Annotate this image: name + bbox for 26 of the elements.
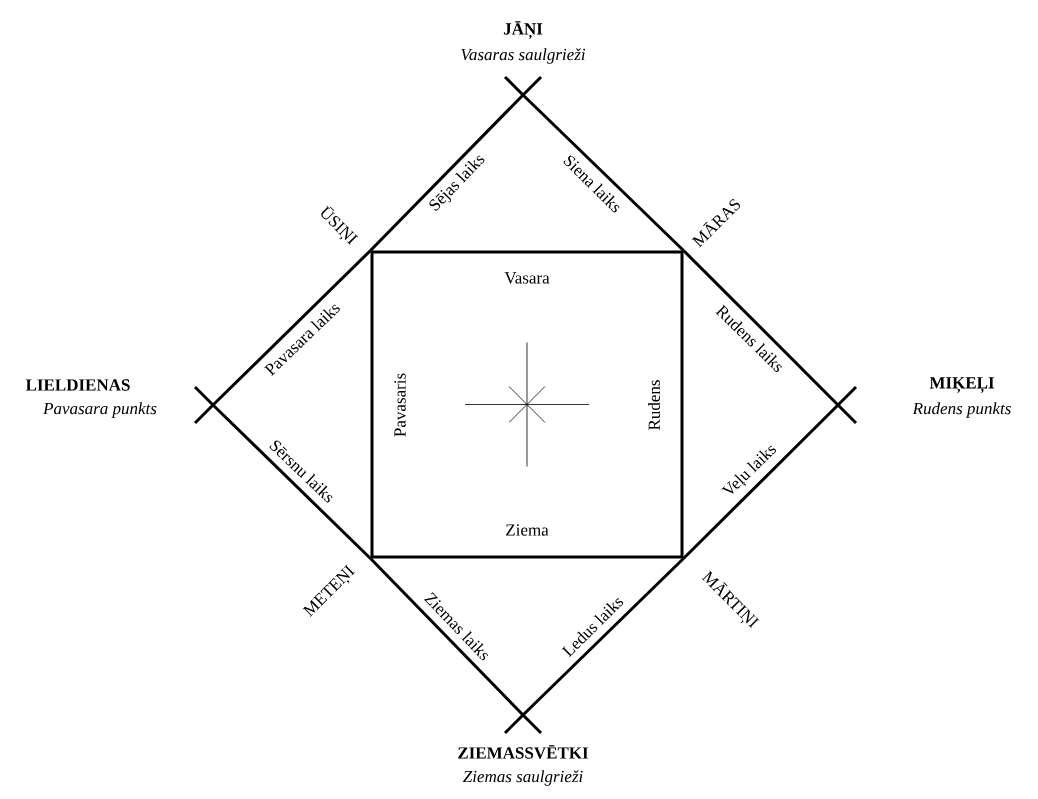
- cross-mark: [503, 75, 543, 97]
- season-line: [369, 557, 525, 717]
- cross-mark: [836, 385, 858, 425]
- holiday-subtitle: Rudens punkts: [912, 402, 1011, 418]
- cross-mark: [193, 385, 215, 425]
- square-frame: [370, 250, 684, 559]
- season-line: [521, 93, 685, 252]
- cross-mark: [503, 713, 543, 735]
- season-line: [211, 403, 372, 560]
- season-line: [521, 557, 685, 717]
- season-line: [682, 249, 840, 407]
- season-line: [369, 93, 525, 252]
- holiday-name: LIELDIENAS: [25, 379, 130, 391]
- holiday-subtitle: Pavasara punkts: [43, 402, 157, 418]
- season-label: Vasara: [504, 272, 550, 284]
- season-label: Pavasaris: [394, 373, 406, 437]
- season-label: Rudens: [648, 380, 660, 430]
- edge-label: Veļu laiks: [719, 440, 782, 502]
- holiday-subtitle: Vasaras saulgrieži: [461, 48, 586, 64]
- holiday-name: JĀŅI: [503, 21, 543, 39]
- holiday-name: MIĶEĻI: [929, 377, 994, 393]
- season-line: [682, 403, 840, 560]
- season-label: Ziema: [506, 524, 549, 536]
- holiday-subtitle: Ziemas saulgrieži: [463, 770, 583, 786]
- season-line: [211, 249, 372, 407]
- holiday-name: ZIEMASSVĒTKI: [458, 745, 589, 759]
